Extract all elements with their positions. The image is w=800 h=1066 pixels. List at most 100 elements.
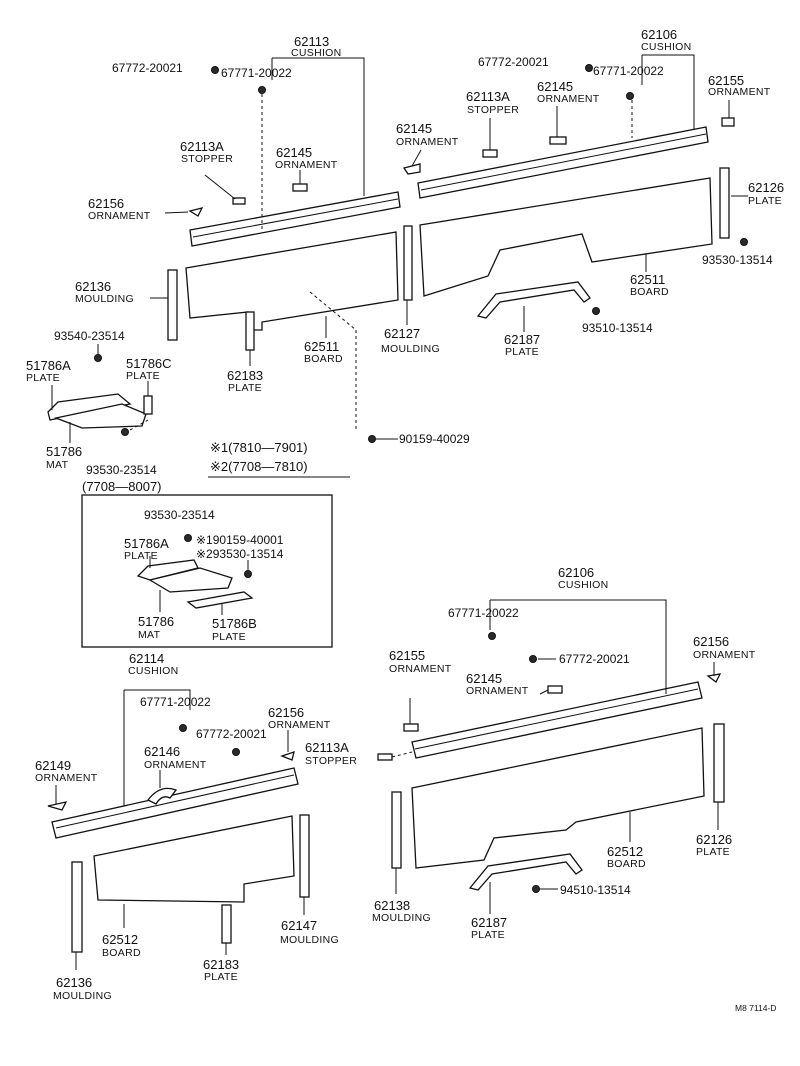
screw-93510-13514	[592, 307, 600, 315]
inset-screw-93530	[184, 534, 192, 542]
label-62114-num: 62114	[129, 651, 164, 666]
ref-67771-b: 67771-20022	[593, 64, 664, 78]
label-62145-c-name: ORNAMENT	[396, 136, 459, 148]
label-62113a-right-name: STOPPER	[467, 104, 519, 116]
label-62155-a-name: ORNAMENT	[708, 86, 771, 98]
label-62145-c-num: 62145	[396, 121, 432, 136]
label-62106-a-name: CUSHION	[641, 41, 692, 53]
fastener-67772-top-right	[585, 64, 593, 72]
ref-93510-13514: 93510-13514	[582, 321, 653, 335]
label-62138-name: MOULDING	[372, 912, 431, 924]
ornament-62146	[147, 787, 178, 805]
plate-51786a	[47, 393, 132, 421]
inset-label-mat-num: 51786	[138, 614, 174, 629]
label-62126-a-num: 62126	[748, 180, 784, 195]
label-62145-d-name: ORNAMENT	[466, 685, 529, 697]
inset-label-mat-name: MAT	[138, 629, 161, 641]
ref-93530-23514: 93530-23514	[86, 463, 157, 477]
label-62183-a-name: PLATE	[228, 382, 262, 394]
plate-62126-bottom	[713, 723, 725, 803]
cushion-62113	[189, 191, 401, 247]
inset-label-51786b-num: 51786B	[212, 616, 257, 631]
board-62511-left	[185, 231, 399, 331]
label-62113-num: 62113	[294, 34, 329, 49]
label-62512-b-num: 62512	[607, 844, 643, 859]
catalog-code: M8 7114-D	[735, 1003, 776, 1013]
label-62127-num: 62127	[384, 326, 420, 341]
label-62136-b-name: MOULDING	[53, 990, 112, 1002]
plate-62187-bottom	[468, 853, 583, 891]
label-62187-a-name: PLATE	[505, 346, 539, 358]
bottom-right-assembly	[377, 599, 725, 914]
ref-67772-b: 67772-20021	[478, 55, 549, 69]
plate-51786c	[143, 395, 153, 415]
ref-94510-13514: 94510-13514	[560, 883, 631, 897]
label-62187-b-name: PLATE	[471, 929, 505, 941]
board-62511-right	[419, 177, 713, 297]
label-62183-b-num: 62183	[203, 957, 239, 972]
ref-67771-d: 67771-20022	[140, 695, 211, 709]
label-62126-a-name: PLATE	[748, 195, 782, 207]
inset-plate-51786b	[186, 591, 254, 609]
stopper-62113a-left	[232, 197, 246, 205]
label-62113a-right-num: 62113A	[466, 89, 510, 104]
label-51786a-name: PLATE	[26, 372, 60, 384]
label-62155-b-name: ORNAMENT	[389, 663, 452, 675]
inset-ref-190159: ※190159-40001	[196, 533, 284, 547]
inset-title: (7708—8007)	[82, 479, 162, 494]
label-51786a-num: 51786A	[26, 358, 71, 373]
top-right-assembly	[402, 54, 748, 332]
label-62113a-bottom-num: 62113A	[305, 740, 349, 755]
label-51786c-name: PLATE	[126, 370, 160, 382]
ref-67772-a: 67772-20021	[112, 61, 183, 75]
fastener-67772-top-left	[211, 66, 219, 74]
inset-screw-93530-13514	[244, 570, 252, 578]
note-1: ※1(7810—7901)	[210, 440, 308, 455]
label-62126-b-name: PLATE	[696, 846, 730, 858]
label-mat51786-num: 51786	[46, 444, 82, 459]
ornament-62145-left	[292, 183, 308, 192]
screw-93530-23514	[121, 428, 129, 436]
plate-62183-bottom	[221, 904, 232, 944]
fastener-67772-bottom-left	[232, 748, 240, 756]
label-62145-b-name: ORNAMENT	[537, 93, 600, 105]
inset-label-51786a-name: PLATE	[124, 550, 158, 562]
inset-mat-51786	[148, 567, 233, 593]
label-62155-a-num: 62155	[708, 73, 744, 88]
label-62106-b-num: 62106	[558, 565, 594, 580]
clip-67771-bottom-right	[488, 632, 496, 640]
moulding-62136-bottom	[71, 861, 83, 953]
label-62156-a-name: ORNAMENT	[88, 210, 151, 222]
cushion-62114	[51, 767, 299, 839]
inset-ref-2-93530: ※293530-13514	[196, 547, 284, 561]
label-62156-b-name: ORNAMENT	[268, 719, 331, 731]
plate-62183-top	[245, 311, 255, 351]
label-62156-b-num: 62156	[268, 705, 304, 720]
moulding-62127	[403, 225, 413, 301]
label-62138-num: 62138	[374, 898, 410, 913]
ornament-62145-bottom	[547, 685, 563, 694]
label-62146-name: ORNAMENT	[144, 759, 207, 771]
ornament-62145-right-b	[549, 136, 567, 145]
ref-93540-23514: 93540-23514	[54, 329, 125, 343]
label-62511-b-name: BOARD	[630, 286, 669, 298]
plate-62187-top	[476, 281, 591, 319]
label-62126-b-num: 62126	[696, 832, 732, 847]
label-62113-name: CUSHION	[291, 47, 342, 59]
screw-93530-13514	[740, 238, 748, 246]
ref-67771-a: 67771-20022	[221, 66, 292, 80]
label-62511-a-name: BOARD	[304, 353, 343, 365]
inset-plate-51786a	[136, 559, 199, 581]
mat-51786	[53, 403, 147, 429]
label-62113a-left-name: STOPPER	[181, 153, 233, 165]
ornament-62155-bottom	[403, 723, 419, 732]
screw-90159-40029	[368, 435, 376, 443]
ref-67772-d: 67772-20021	[196, 727, 267, 741]
label-62106-a-num: 62106	[641, 27, 677, 42]
clip-67771-top-left	[258, 86, 266, 94]
label-62145-d-num: 62145	[466, 671, 502, 686]
label-62127-name: MOULDING	[381, 343, 440, 355]
label-62187-a-num: 62187	[504, 332, 540, 347]
ornament-62156-bottom	[280, 751, 295, 761]
